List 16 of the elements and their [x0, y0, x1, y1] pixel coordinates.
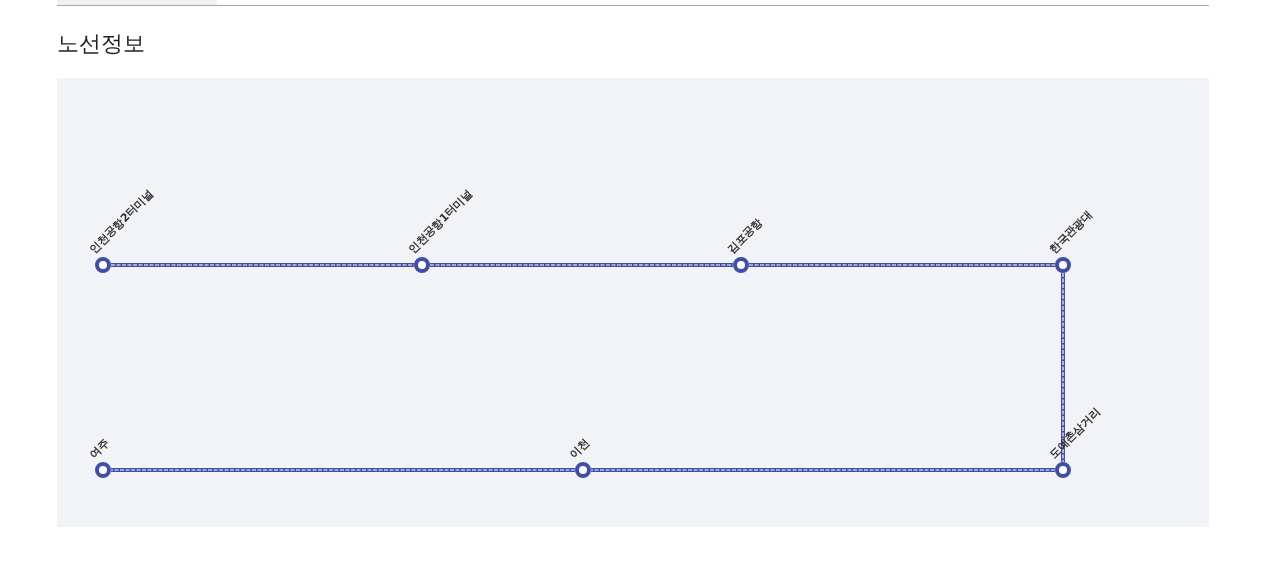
route-line — [429, 263, 734, 267]
station-marker — [95, 257, 111, 273]
station-marker — [1055, 257, 1071, 273]
station-marker — [95, 462, 111, 478]
station-label: 여주 — [87, 436, 112, 461]
route-line — [590, 468, 1056, 472]
route-line — [110, 468, 576, 472]
route-line — [748, 263, 1056, 267]
station-label: 이천 — [567, 436, 592, 461]
station-marker — [414, 257, 430, 273]
route-line — [1061, 272, 1065, 463]
station-marker — [575, 462, 591, 478]
route-line — [110, 263, 415, 267]
station-marker — [1055, 462, 1071, 478]
section-title: 노선정보 — [57, 30, 145, 58]
station-marker — [733, 257, 749, 273]
